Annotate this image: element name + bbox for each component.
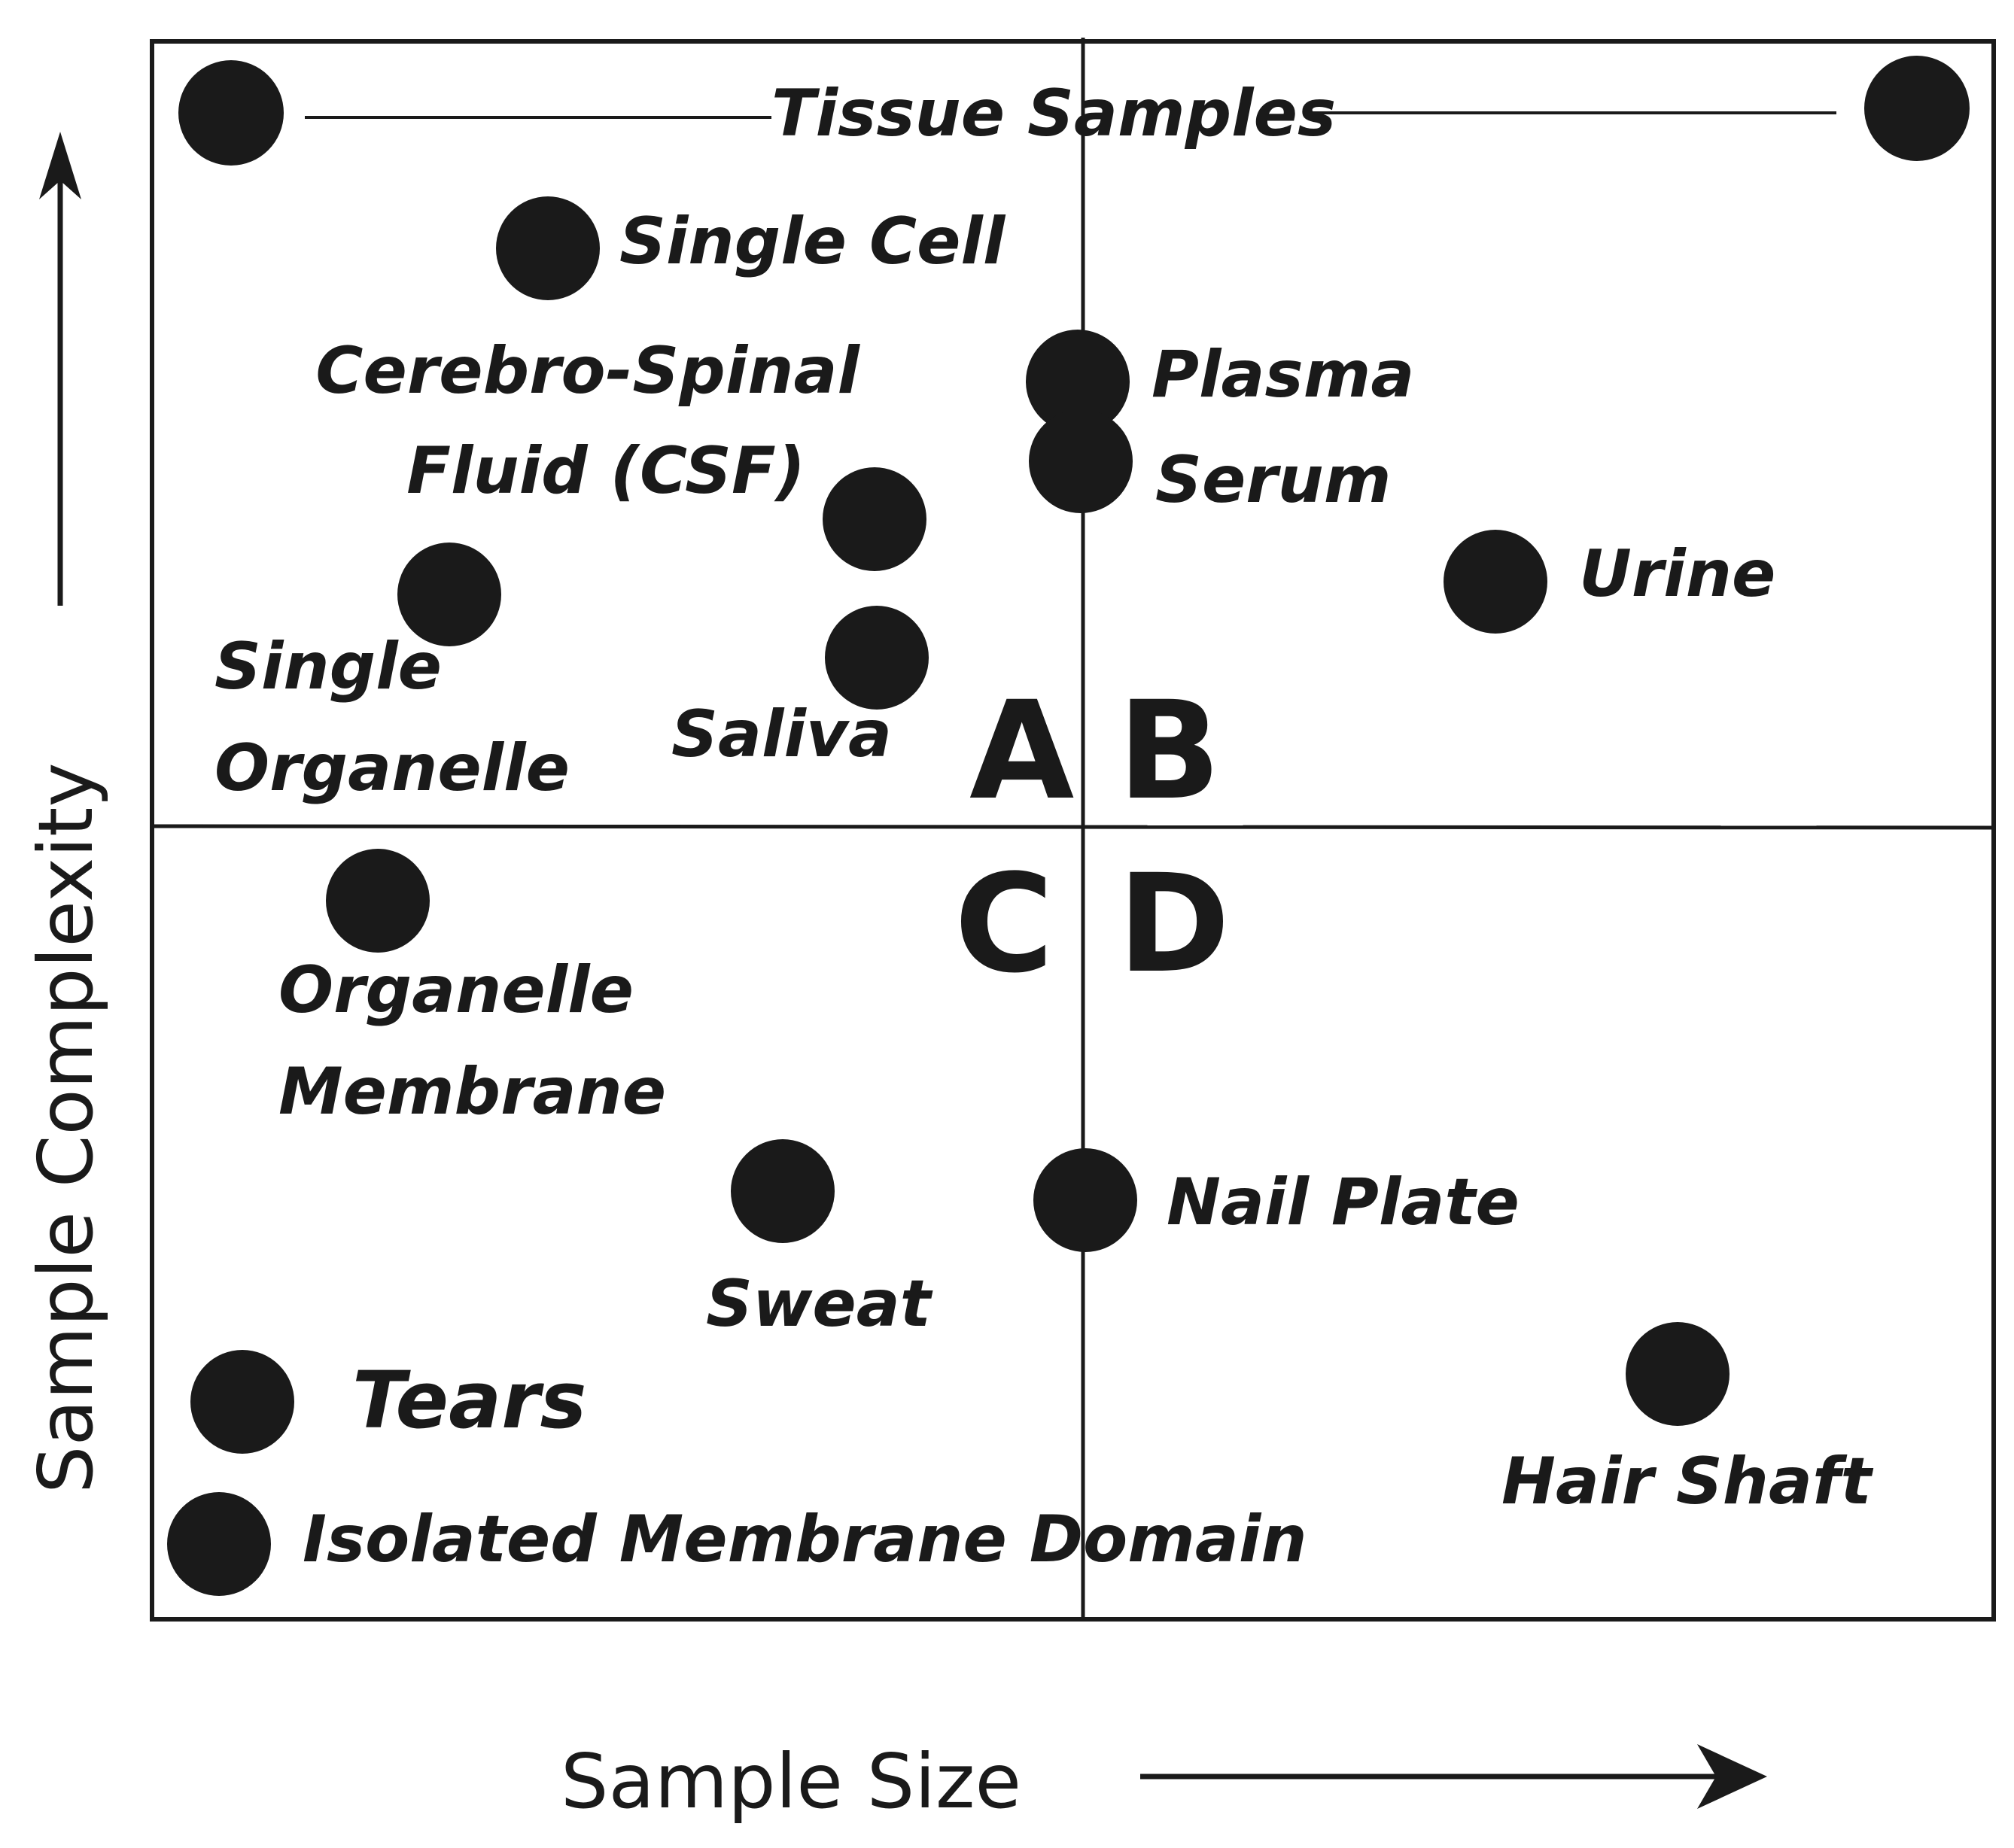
hair-shaft-dot bbox=[1626, 1322, 1730, 1426]
plasma-dot bbox=[1026, 330, 1130, 433]
plot-frame bbox=[150, 39, 1996, 1622]
csf-label-line-2: Fluid (CSF) bbox=[406, 433, 805, 509]
single-cell-label: Single Cell bbox=[619, 204, 1006, 279]
nail-plate-dot bbox=[1033, 1148, 1137, 1252]
serum-dot bbox=[1029, 409, 1133, 513]
tissue-samples-left-dot bbox=[178, 60, 284, 166]
csf-dot bbox=[823, 467, 926, 571]
csf-label-line-1: Cerebro-Spinal bbox=[315, 333, 860, 409]
urine-dot bbox=[1444, 530, 1547, 634]
sweat-label: Sweat bbox=[706, 1266, 933, 1342]
x-axis-label: Sample Size bbox=[561, 1737, 1021, 1825]
quadrant-b-label: B bbox=[1118, 673, 1221, 830]
quadrant-d-label: D bbox=[1118, 846, 1230, 1003]
single-cell-dot bbox=[496, 196, 600, 300]
csf-label: Cerebro-Spinal Fluid (CSF) bbox=[315, 333, 882, 509]
single-organelle-label-line-2: Organelle bbox=[214, 731, 570, 806]
tears-dot bbox=[190, 1350, 294, 1454]
y-axis-arrow-head bbox=[39, 132, 81, 199]
organelle-membrane-label-line-1: Organelle bbox=[278, 953, 634, 1028]
tears-label: Tears bbox=[352, 1354, 586, 1446]
saliva-dot bbox=[825, 606, 929, 710]
nail-plate-label: Nail Plate bbox=[1167, 1165, 1520, 1240]
quadrant-c-label: C bbox=[954, 846, 1054, 1003]
horizontal-divider bbox=[151, 824, 1994, 830]
organelle-membrane-label: Organelle Membrane bbox=[278, 953, 666, 1129]
tissue-samples-right-dot bbox=[1864, 56, 1970, 161]
hair-shaft-label: Hair Shaft bbox=[1501, 1444, 1873, 1519]
single-organelle-dot bbox=[397, 543, 501, 646]
single-organelle-label-line-1: Single bbox=[214, 629, 442, 704]
y-axis-label: Sample Complexity bbox=[22, 762, 110, 1494]
quadrant-a-label: A bbox=[969, 673, 1074, 830]
serum-label: Serum bbox=[1155, 442, 1392, 518]
urine-label: Urine bbox=[1579, 536, 1775, 612]
isolated-membrane-domain-label: Isolated Membrane Domain bbox=[303, 1502, 1307, 1577]
x-axis-arrow-head bbox=[1697, 1744, 1767, 1809]
isolated-membrane-domain-dot bbox=[167, 1492, 271, 1596]
tissue-samples-label: Tissue Samples bbox=[771, 76, 1336, 151]
sweat-dot bbox=[731, 1139, 835, 1243]
organelle-membrane-dot bbox=[326, 849, 430, 953]
single-organelle-label: Single Organelle bbox=[214, 629, 570, 806]
organelle-membrane-label-line-2: Membrane bbox=[278, 1054, 666, 1129]
saliva-label: Saliva bbox=[671, 697, 892, 772]
plasma-label: Plasma bbox=[1152, 337, 1414, 412]
